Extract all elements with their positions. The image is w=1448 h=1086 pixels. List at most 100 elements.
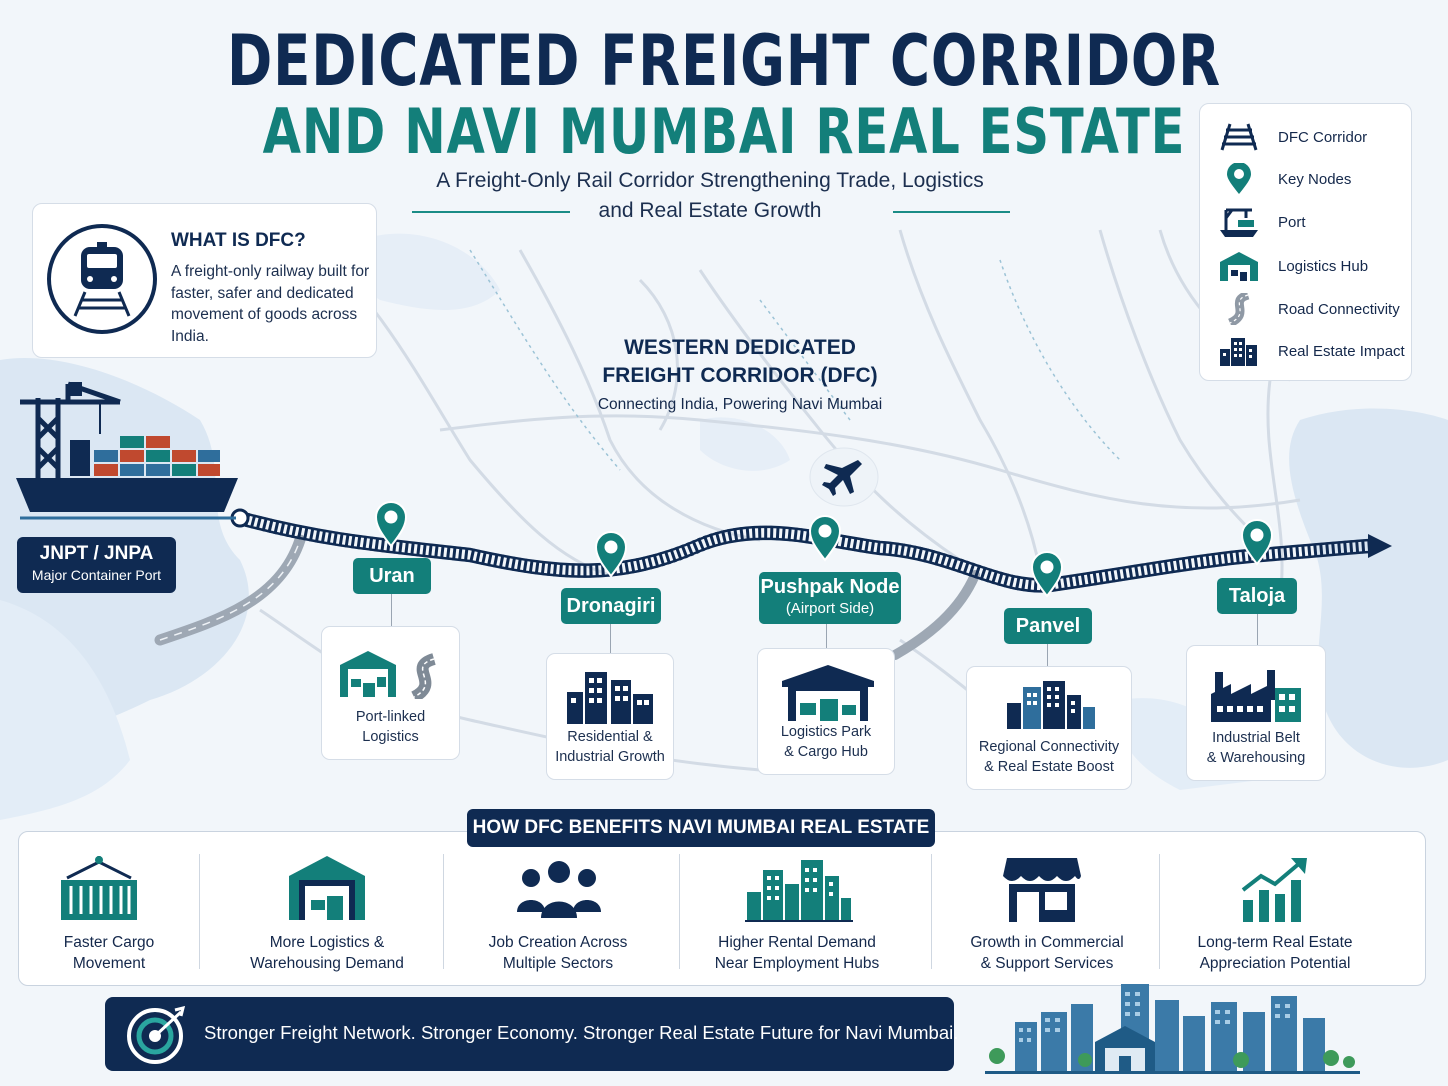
node-card-panvel: Regional Connectivity& Real Estate Boost: [966, 666, 1132, 790]
port-name: JNPT / JNPA: [39, 543, 154, 564]
node-tag-pushpak: Pushpak Node (Airport Side): [759, 572, 901, 624]
divider: [1159, 854, 1160, 969]
node-desc-panvel: Regional Connectivity& Real Estate Boost: [967, 737, 1131, 777]
benefit-label: More Logistics &Warehousing Demand: [211, 932, 443, 974]
benefit-line-1: Faster Cargo: [63, 934, 155, 951]
legend-item-real-estate-impact: Real Estate Impact: [1218, 335, 1405, 367]
legend-item-road-connectivity: Road Connectivity: [1218, 293, 1400, 325]
city-buildings-icon: [745, 860, 853, 922]
benefit-line-2: & Support Services: [980, 955, 1114, 972]
node-card-dronagiri: Residential & Industrial Growth: [546, 653, 674, 780]
desc-line-1: Port-linked: [355, 709, 426, 725]
what-is-dfc-heading: WHAT IS DFC?: [171, 230, 306, 251]
node-desc-taloja: Industrial Belt& Warehousing: [1187, 728, 1325, 768]
footer-text: Stronger Freight Network. Stronger Econo…: [204, 1022, 959, 1043]
benefit-line-1: Long-term Real Estate: [1197, 934, 1353, 951]
train-icon: [47, 224, 157, 334]
people-icon: [517, 861, 601, 918]
pin-icon-pushpak: [809, 515, 841, 561]
subtitle-rule-right: [893, 211, 1010, 213]
legend-label: Logistics Hub: [1278, 257, 1369, 275]
benefit-item: Growth in Commercial & Support Services: [937, 832, 1157, 987]
benefit-line-1: Higher Rental Demand: [718, 934, 876, 951]
node-tag-dronagiri: Dronagiri: [561, 588, 661, 624]
title-line-1: DEDICATED FREIGHT CORRIDOR: [227, 20, 1221, 102]
legend-item-port: Port: [1218, 206, 1306, 238]
buildings-icon: [567, 672, 653, 724]
benefit-line-2: Movement: [72, 955, 146, 972]
pin-icon-uran: [375, 501, 407, 547]
airport-icon: [809, 447, 879, 507]
connector-pushpak: [826, 624, 827, 650]
what-is-dfc-card: WHAT IS DFC? A freight-only railway buil…: [32, 203, 377, 358]
benefit-line-1: Growth in Commercial: [970, 934, 1124, 951]
port-ship-icon: [16, 381, 238, 520]
factory-icon: [1211, 670, 1301, 722]
subtitle-rule-left: [412, 211, 570, 213]
pin-icon-taloja: [1241, 519, 1273, 565]
node-desc-pushpak: Logistics Park& Cargo Hub: [758, 722, 894, 762]
legend-item-key-nodes: Key Nodes: [1218, 163, 1351, 195]
map-title: WESTERN DEDICATED FREIGHT CORRIDOR (DFC): [540, 334, 940, 390]
subtitle: A Freight-Only Rail Corridor Strengtheni…: [380, 166, 1040, 226]
node-name: Pushpak Node: [760, 576, 900, 598]
shop-icon: [1003, 858, 1081, 922]
growth-chart-icon: [1241, 858, 1307, 922]
port-description: Major Container Port: [31, 567, 162, 583]
subtitle-line-2: and Real Estate Growth: [598, 199, 822, 222]
warehouse-icon: [289, 856, 365, 920]
benefit-line-2: Appreciation Potential: [1199, 955, 1351, 972]
buildings-icon: [1220, 338, 1257, 366]
port-label: JNPT / JNPA Major Container Port: [17, 537, 176, 593]
legend: DFC Corridor Key Nodes Port Logistics Hu…: [1199, 103, 1412, 381]
location-pin-icon: [1227, 163, 1251, 194]
target-icon: [127, 1006, 186, 1064]
legend-label: Road Connectivity: [1278, 300, 1400, 318]
benefit-line-1: More Logistics &: [269, 934, 385, 951]
map-tagline: Connecting India, Powering Navi Mumbai: [597, 396, 883, 413]
map-title-line-1: WESTERN DEDICATED: [624, 336, 856, 359]
connector-panvel: [1047, 644, 1048, 668]
divider: [679, 854, 680, 969]
desc-line-1: Logistics Park: [780, 724, 872, 740]
desc-line-2: Industrial Growth: [555, 749, 665, 765]
rail-track-icon: [1220, 123, 1258, 151]
divider: [443, 854, 444, 969]
node-tag-uran: Uran: [353, 558, 431, 594]
divider: [931, 854, 932, 969]
connector-dronagiri: [610, 624, 611, 656]
legend-label: Real Estate Impact: [1278, 342, 1405, 360]
desc-line-1: Residential &: [567, 729, 653, 745]
node-desc-dronagiri: Residential & Industrial Growth: [547, 727, 673, 767]
benefit-label: Growth in Commercial & Support Services: [937, 932, 1157, 974]
footer-banner: Stronger Freight Network. Stronger Econo…: [105, 997, 958, 1071]
divider: [199, 854, 200, 969]
warehouse-icon: [1220, 252, 1258, 281]
road-icon: [1227, 293, 1250, 325]
benefit-line-2: Multiple Sectors: [502, 955, 614, 972]
subtitle-line-1: A Freight-Only Rail Corridor Strengtheni…: [436, 169, 984, 192]
port-crane-icon: [1220, 208, 1258, 237]
warehouse-icon: [782, 665, 874, 721]
city-skyline-illustration: [985, 984, 1360, 1074]
buildings-icon: [1007, 681, 1095, 729]
desc-line-2: Logistics: [362, 729, 419, 745]
legend-item-dfc-corridor: DFC Corridor: [1218, 121, 1367, 153]
benefit-line-2: Near Employment Hubs: [714, 955, 880, 972]
node-card-pushpak: Logistics Park& Cargo Hub: [757, 648, 895, 775]
container-icon: [61, 856, 137, 920]
connector-taloja: [1257, 614, 1258, 646]
pin-icon-panvel: [1031, 551, 1063, 597]
desc-line-1: Industrial Belt: [1212, 730, 1300, 746]
legend-label: DFC Corridor: [1278, 128, 1368, 146]
